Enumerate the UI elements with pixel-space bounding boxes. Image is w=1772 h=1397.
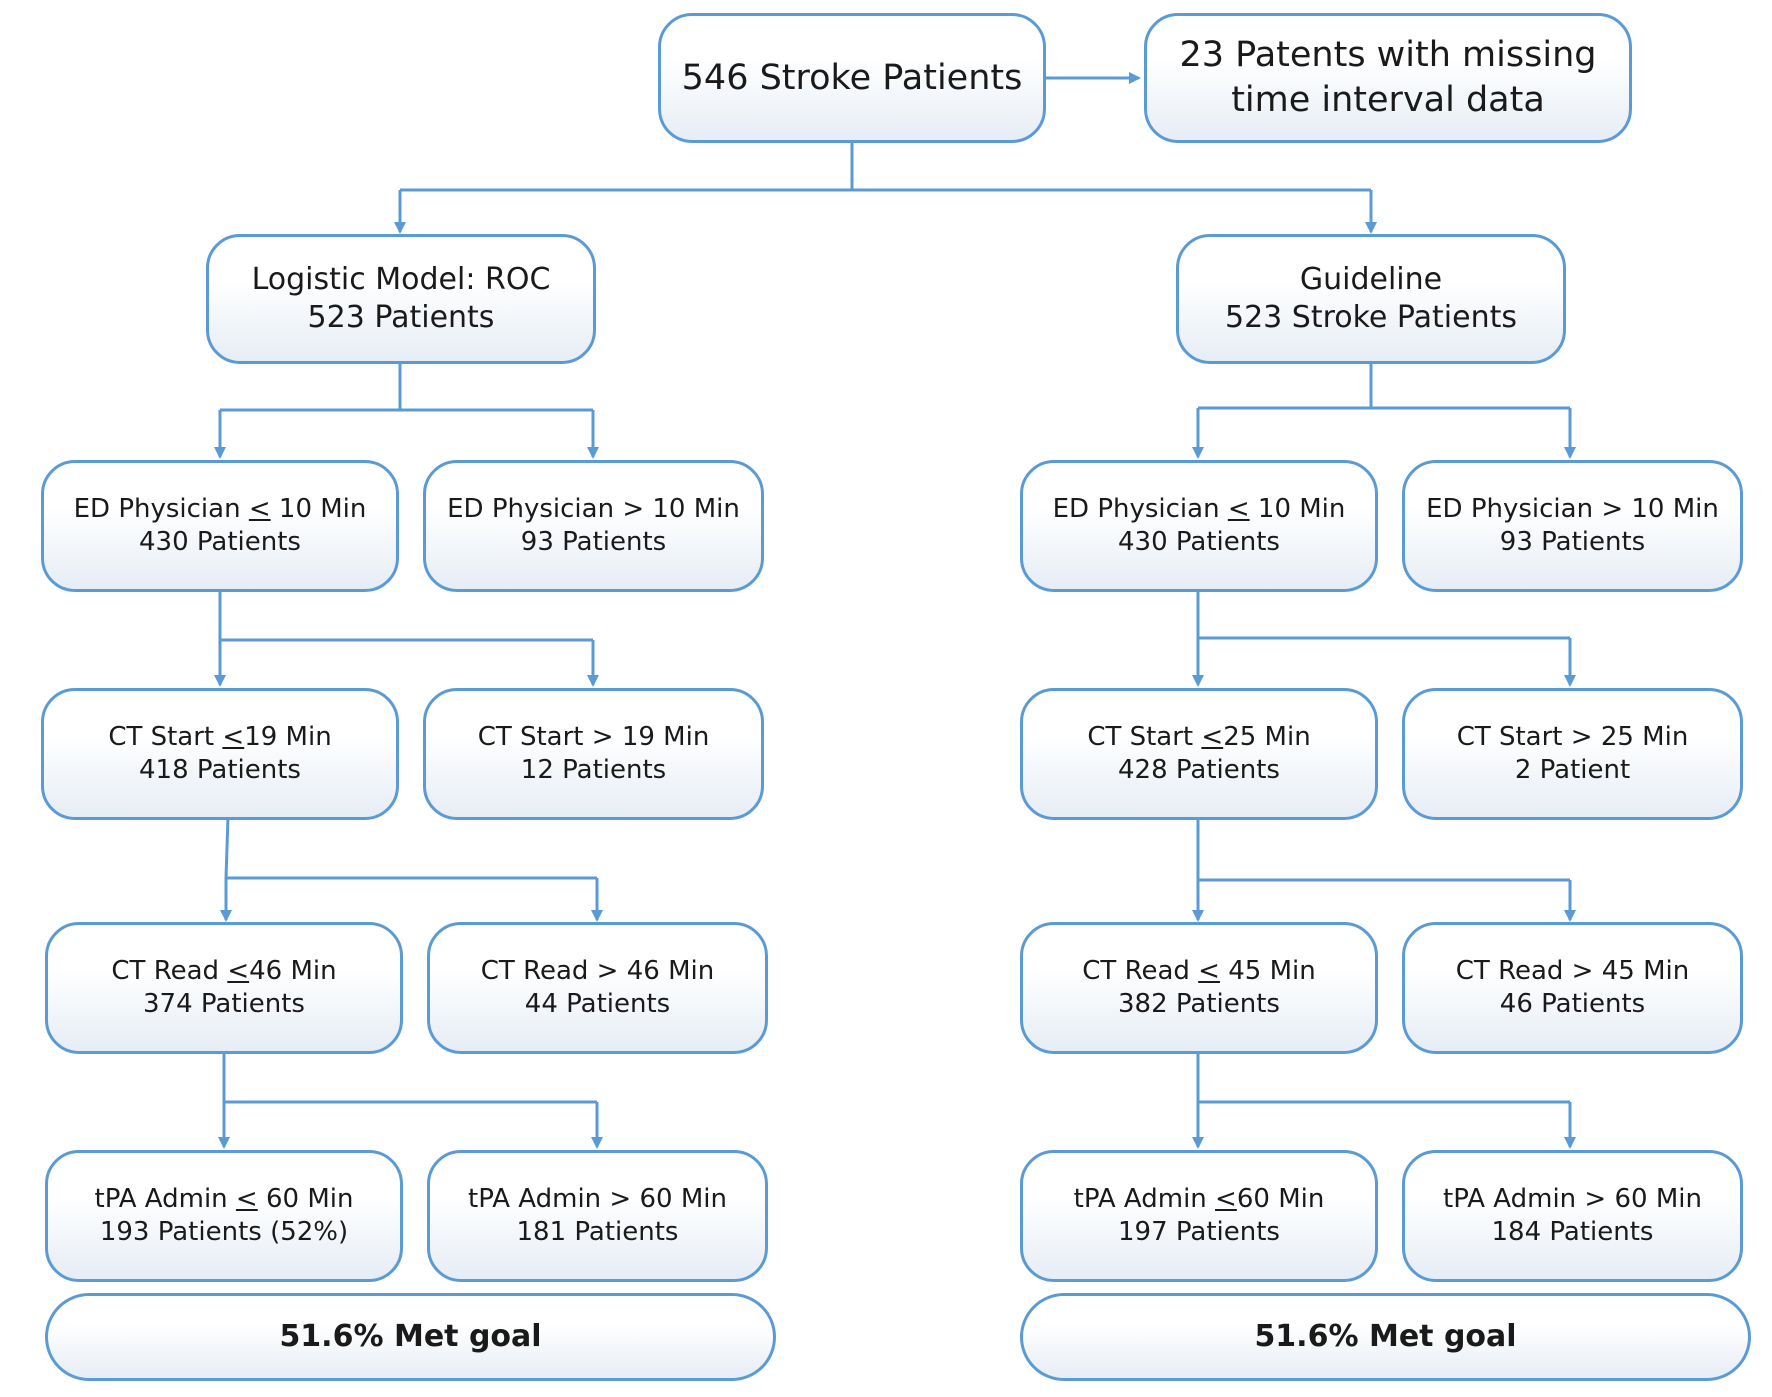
node-left-ed-gt-line1: ED Physician > 10 Min [447, 493, 740, 524]
node-left-ct-start-le-count: 418 Patients [139, 755, 301, 785]
node-right-tpa-le-count: 197 Patients [1118, 1217, 1280, 1247]
node-left-ct-read-gt-count: 44 Patients [524, 989, 671, 1019]
node-left-tpa-le: tPA Admin < 60 Min 193 Patients (52%) [45, 1150, 403, 1282]
node-right-ct-start-gt-count: 2 Patient [1514, 755, 1631, 785]
node-left-tpa-gt: tPA Admin > 60 Min 181 Patients [427, 1150, 768, 1282]
node-left-header: Logistic Model: ROC 523 Patients [206, 234, 596, 364]
node-left-ed-gt-count: 93 Patients [520, 527, 667, 557]
node-left-ed-le-line1: ED Physician < 10 Min [73, 493, 367, 524]
node-right-ct-start-le: CT Start <25 Min 428 Patients [1020, 688, 1378, 820]
node-left-tpa-gt-line1: tPA Admin > 60 Min [468, 1183, 727, 1214]
node-left-ed-le: ED Physician < 10 Min 430 Patients [41, 460, 399, 592]
node-left-header-line1: Logistic Model: ROC [251, 261, 551, 297]
node-left-tpa-le-count: 193 Patients (52%) [99, 1217, 349, 1247]
node-right-tpa-gt-line1: tPA Admin > 60 Min [1443, 1183, 1702, 1214]
node-right-ct-start-le-line1: CT Start <25 Min [1087, 721, 1311, 752]
node-right-tpa-gt: tPA Admin > 60 Min 184 Patients [1402, 1150, 1743, 1282]
node-left-ct-read-le-line1: CT Read <46 Min [111, 955, 337, 986]
node-left-ed-le-count: 430 Patients [139, 527, 301, 557]
node-right-ed-gt: ED Physician > 10 Min 93 Patients [1402, 460, 1743, 592]
node-right-ct-start-gt-line1: CT Start > 25 Min [1456, 721, 1689, 752]
node-right-header-line2: 523 Stroke Patients [1224, 300, 1518, 335]
node-left-tpa-gt-count: 181 Patients [516, 1217, 679, 1247]
node-right-ct-start-le-count: 428 Patients [1118, 755, 1280, 785]
node-right-ct-read-le: CT Read < 45 Min 382 Patients [1020, 922, 1378, 1054]
node-left-header-line2: 523 Patients [307, 300, 495, 335]
node-right-ct-read-gt-line1: CT Read > 45 Min [1455, 955, 1690, 986]
node-left-tpa-le-line1: tPA Admin < 60 Min [94, 1183, 354, 1214]
node-right-ed-le-count: 430 Patients [1118, 527, 1280, 557]
node-right-ed-le: ED Physician < 10 Min 430 Patients [1020, 460, 1378, 592]
node-right-goal-label: 51.6% Met goal [1254, 1318, 1517, 1354]
node-left-ct-read-gt-line1: CT Read > 46 Min [480, 955, 715, 986]
node-right-header-line1: Guideline [1299, 261, 1443, 297]
node-right-header: Guideline 523 Stroke Patients [1176, 234, 1566, 364]
connector-left-ct-start-trunk [224, 816, 230, 879]
node-right-ed-gt-line1: ED Physician > 10 Min [1426, 493, 1719, 524]
node-stroke-patients: 546 Stroke Patients [658, 13, 1046, 143]
node-left-ct-start-gt-line1: CT Start > 19 Min [477, 721, 710, 752]
node-excluded-patients: 23 Patents with missing time interval da… [1144, 13, 1632, 143]
node-left-ct-read-le: CT Read <46 Min 374 Patients [45, 922, 403, 1054]
node-right-ct-read-gt: CT Read > 45 Min 46 Patients [1402, 922, 1743, 1054]
node-left-ed-gt: ED Physician > 10 Min 93 Patients [423, 460, 764, 592]
node-excluded-line1: 23 Patents with missing [1179, 34, 1597, 75]
node-excluded-line2: time interval data [1231, 80, 1545, 120]
node-right-tpa-le-line1: tPA Admin <60 Min [1073, 1183, 1325, 1214]
node-left-ct-start-gt-count: 12 Patients [520, 755, 667, 785]
node-left-ct-read-gt: CT Read > 46 Min 44 Patients [427, 922, 768, 1054]
node-stroke-patients-label: 546 Stroke Patients [681, 57, 1023, 98]
node-left-goal-label: 51.6% Met goal [279, 1318, 542, 1354]
node-left-ct-start-le-line1: CT Start <19 Min [108, 721, 332, 752]
node-left-goal: 51.6% Met goal [45, 1293, 776, 1381]
node-right-ed-le-line1: ED Physician < 10 Min [1052, 493, 1346, 524]
node-right-ct-read-le-line1: CT Read < 45 Min [1082, 955, 1316, 986]
node-right-tpa-gt-count: 184 Patients [1491, 1217, 1654, 1247]
node-right-ct-start-gt: CT Start > 25 Min 2 Patient [1402, 688, 1743, 820]
node-left-ct-start-le: CT Start <19 Min 418 Patients [41, 688, 399, 820]
node-left-ct-start-gt: CT Start > 19 Min 12 Patients [423, 688, 764, 820]
node-right-ct-read-le-count: 382 Patients [1118, 989, 1280, 1019]
node-right-tpa-le: tPA Admin <60 Min 197 Patients [1020, 1150, 1378, 1282]
node-right-ct-read-gt-count: 46 Patients [1499, 989, 1646, 1019]
node-right-goal: 51.6% Met goal [1020, 1293, 1751, 1381]
node-left-ct-read-le-count: 374 Patients [143, 989, 305, 1019]
node-right-ed-gt-count: 93 Patients [1499, 527, 1646, 557]
